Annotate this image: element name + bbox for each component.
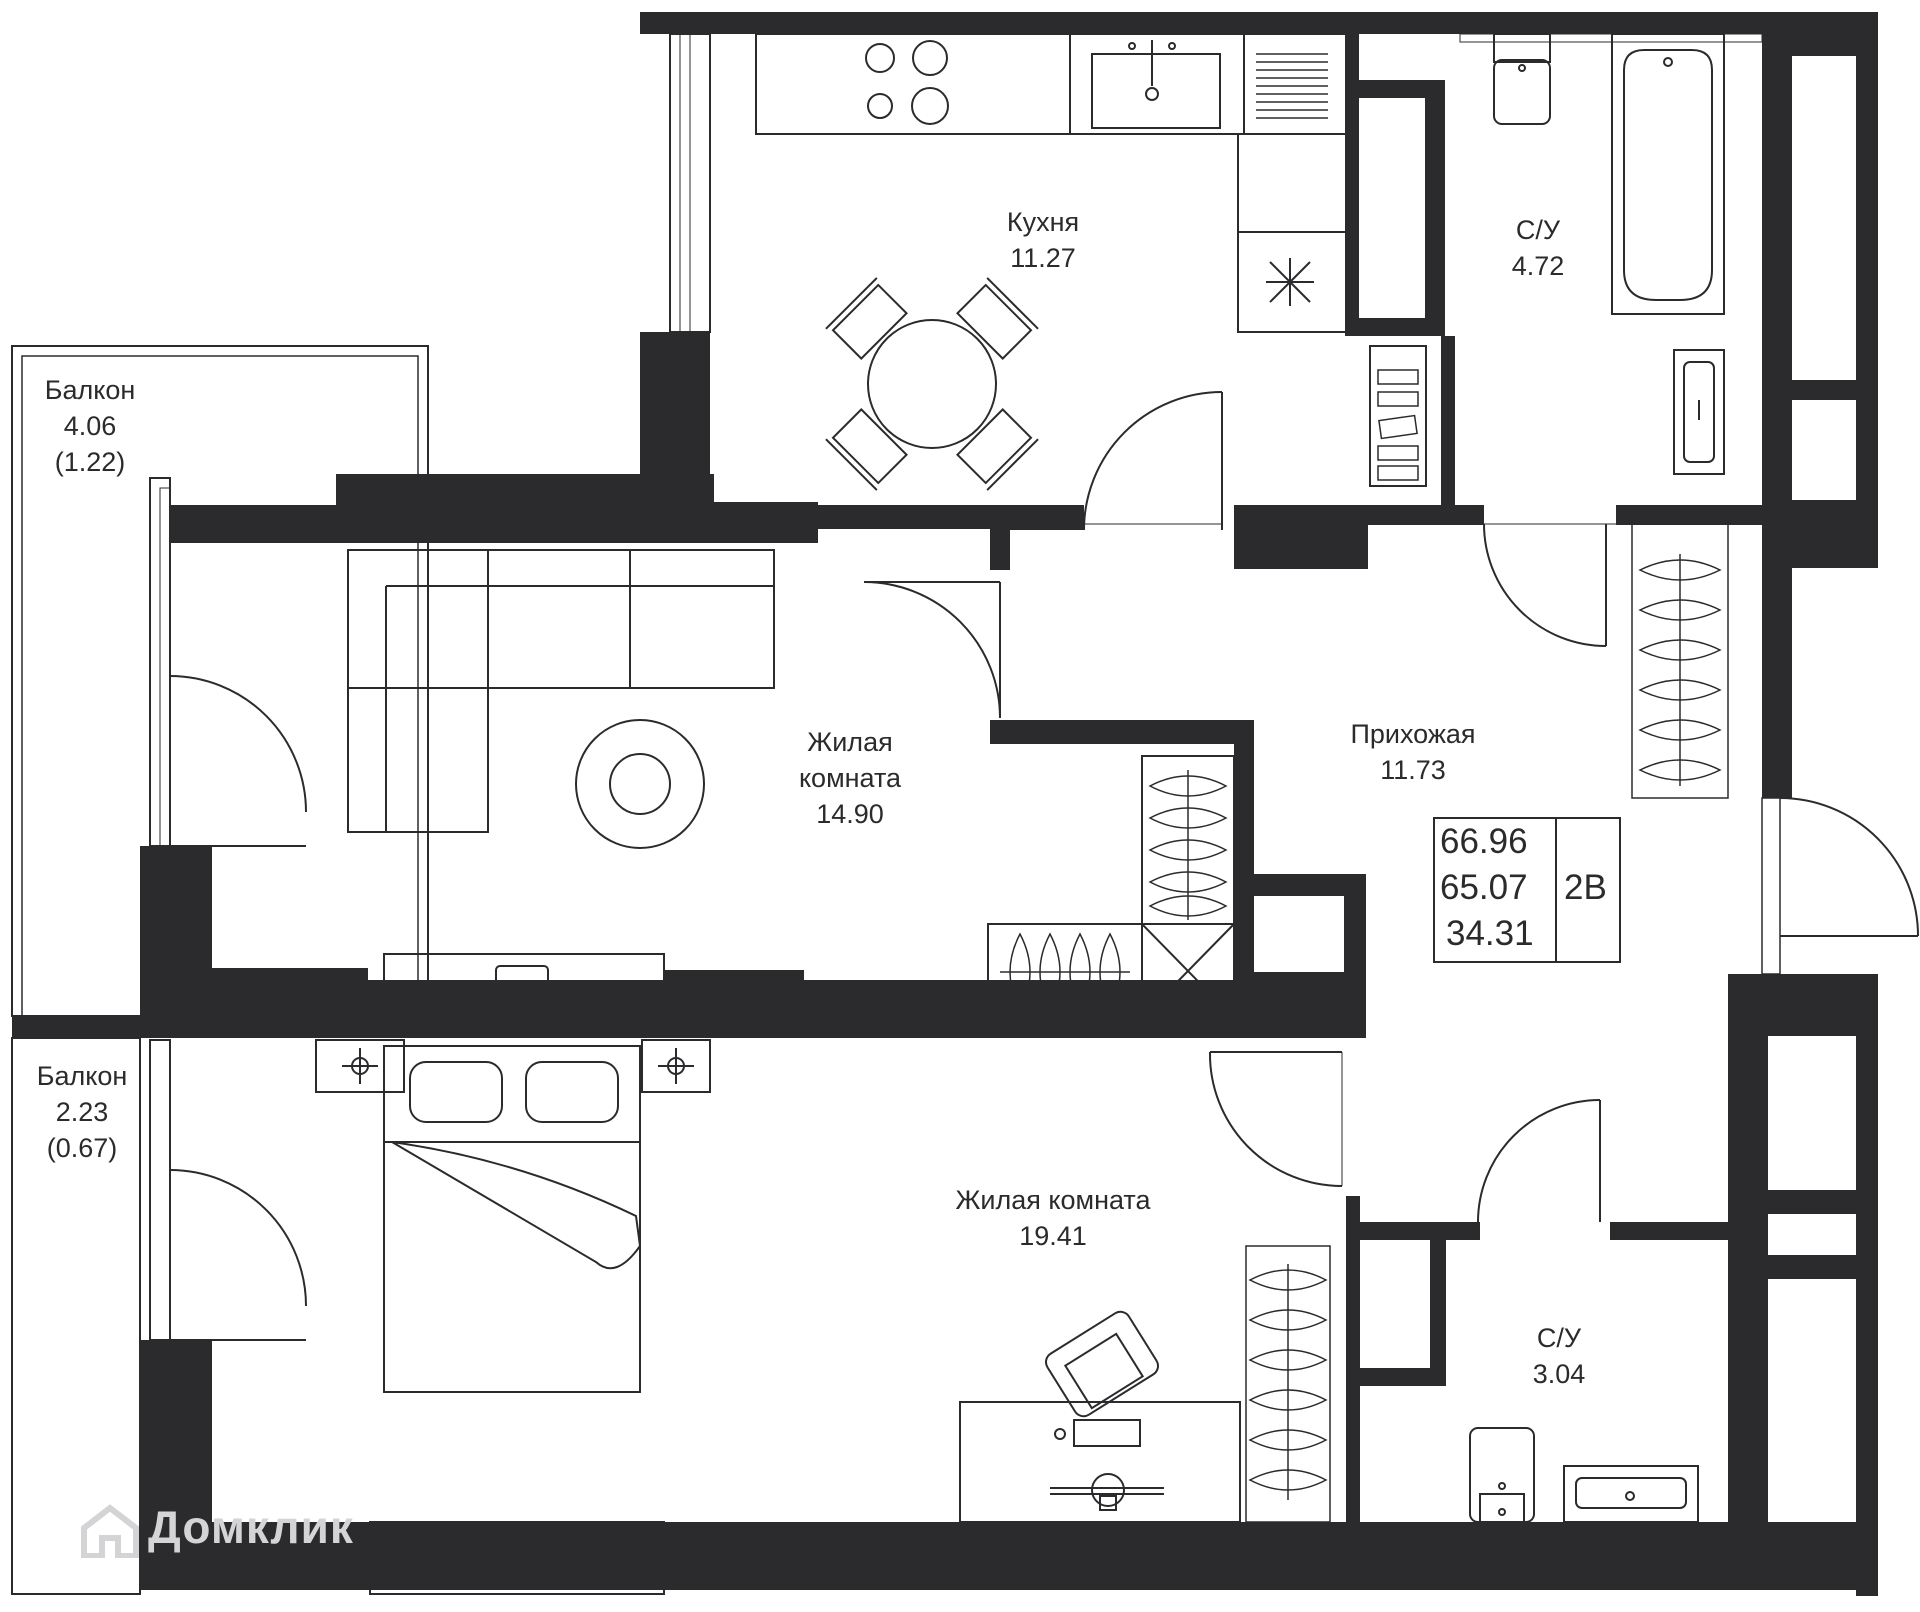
total-area: 66.96 [1440, 822, 1528, 861]
house-logo-icon [81, 1504, 139, 1558]
bathroom-top-fixtures [1493, 33, 1725, 475]
bathroom-bottom-fixtures [1469, 1427, 1699, 1523]
hallway-name: Прихожая [1350, 719, 1476, 749]
outlines [11, 33, 1781, 1595]
balcony-top-area-coef: (1.22) [54, 447, 126, 477]
watermark-text: Домклик [148, 1501, 354, 1553]
living-room-1-furniture [347, 549, 1235, 1019]
area-without-balcony: 65.07 [1440, 868, 1528, 907]
balcony-bottom-area-coef: (0.67) [46, 1133, 118, 1163]
bathroom-bottom-name: С/У [1536, 1323, 1582, 1353]
balcony-top-area: 4.06 [63, 411, 117, 441]
watermark: Домклик [80, 1500, 354, 1558]
kitchen-label: Кухня 11.27 [990, 204, 1096, 276]
summary-table-frame [1433, 817, 1621, 963]
living-room-1-area: 14.90 [816, 799, 884, 829]
balcony-bottom-label: Балкон 2.23 (0.67) [22, 1058, 142, 1166]
balcony-bottom-name: Балкон [36, 1061, 128, 1091]
balcony-bottom-area: 2.23 [55, 1097, 109, 1127]
kitchen-name: Кухня [1006, 207, 1080, 237]
bathroom-bottom-label: С/У 3.04 [1514, 1320, 1604, 1392]
bathroom-top-area: 4.72 [1511, 251, 1565, 281]
living-room-2-area: 19.41 [1019, 1221, 1087, 1251]
doors [169, 391, 1919, 1341]
bathroom-top-name: С/У [1515, 215, 1561, 245]
kitchen-area: 11.27 [1010, 243, 1076, 273]
walls [12, 12, 1878, 1596]
kitchen-furniture [755, 33, 1427, 491]
balcony-top-label: Балкон 4.06 (1.22) [30, 372, 150, 480]
living-room-2-name: Жилая комната [955, 1185, 1151, 1215]
living-room-1-name-line1: Жилая [807, 727, 893, 757]
bathroom-bottom-area: 3.04 [1532, 1359, 1586, 1389]
living-area: 34.31 [1446, 914, 1534, 953]
wardrobe-hangers [1000, 523, 1729, 1523]
living-room-2-label: Жилая комната 19.41 [920, 1182, 1186, 1254]
balcony-top-name: Балкон [44, 375, 136, 405]
bedroom-furniture [315, 1039, 1241, 1523]
living-room-1-label: Жилая комната 14.90 [782, 724, 918, 832]
hallway-area: 11.73 [1380, 755, 1446, 785]
living-room-1-name-line2: комната [798, 763, 902, 793]
hallway-label: Прихожая 11.73 [1340, 716, 1486, 788]
bathroom-top-label: С/У 4.72 [1490, 212, 1586, 284]
apartment-type: 2В [1564, 868, 1607, 907]
